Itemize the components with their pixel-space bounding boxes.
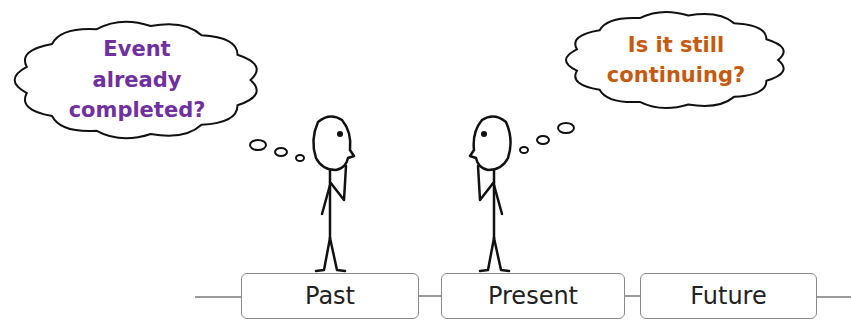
thought-dot <box>558 123 574 133</box>
thought-dot <box>296 155 304 161</box>
thought-text: Event already completed? <box>62 34 212 125</box>
thought-text: Is it still continuing? <box>606 30 746 91</box>
figure-body <box>493 170 496 238</box>
figure-head <box>313 116 354 170</box>
figure-arm <box>494 185 502 214</box>
thought-dot <box>275 148 287 156</box>
figure-leg <box>480 238 494 271</box>
figure-body <box>329 170 332 238</box>
figure-leg <box>330 238 345 271</box>
thought-dot <box>520 147 528 153</box>
timeline-line <box>625 295 640 297</box>
figure-head <box>470 116 511 170</box>
cloud-outline <box>15 22 257 139</box>
timeline-line <box>817 296 851 298</box>
timeline-label: Present <box>488 279 578 314</box>
figure-eye <box>482 132 486 136</box>
figure-eye <box>338 132 342 136</box>
stick-figure <box>470 116 511 271</box>
timeline-label: Past <box>305 279 355 314</box>
timeline-label: Future <box>690 279 766 314</box>
timeline-box: Present <box>441 273 625 319</box>
thought-trail <box>520 123 574 153</box>
figure-arm <box>322 185 330 214</box>
thought-trail <box>250 140 304 161</box>
thought-bubble: Event already completed? <box>8 12 266 148</box>
figure-arm <box>330 166 346 200</box>
thought-dot <box>250 140 266 150</box>
thought-dot <box>537 136 549 144</box>
timeline-line <box>419 295 441 297</box>
thought-bubble: Is it still continuing? <box>560 4 792 116</box>
timeline-line <box>195 296 241 298</box>
cloud-outline <box>560 4 792 116</box>
figure-leg <box>494 238 509 271</box>
stick-figure <box>313 116 354 271</box>
cloud-outline <box>566 12 784 108</box>
figure-arm <box>478 166 494 200</box>
timeline-box: Future <box>640 273 817 319</box>
timeline-box: Past <box>241 273 419 319</box>
figure-leg <box>316 238 330 271</box>
